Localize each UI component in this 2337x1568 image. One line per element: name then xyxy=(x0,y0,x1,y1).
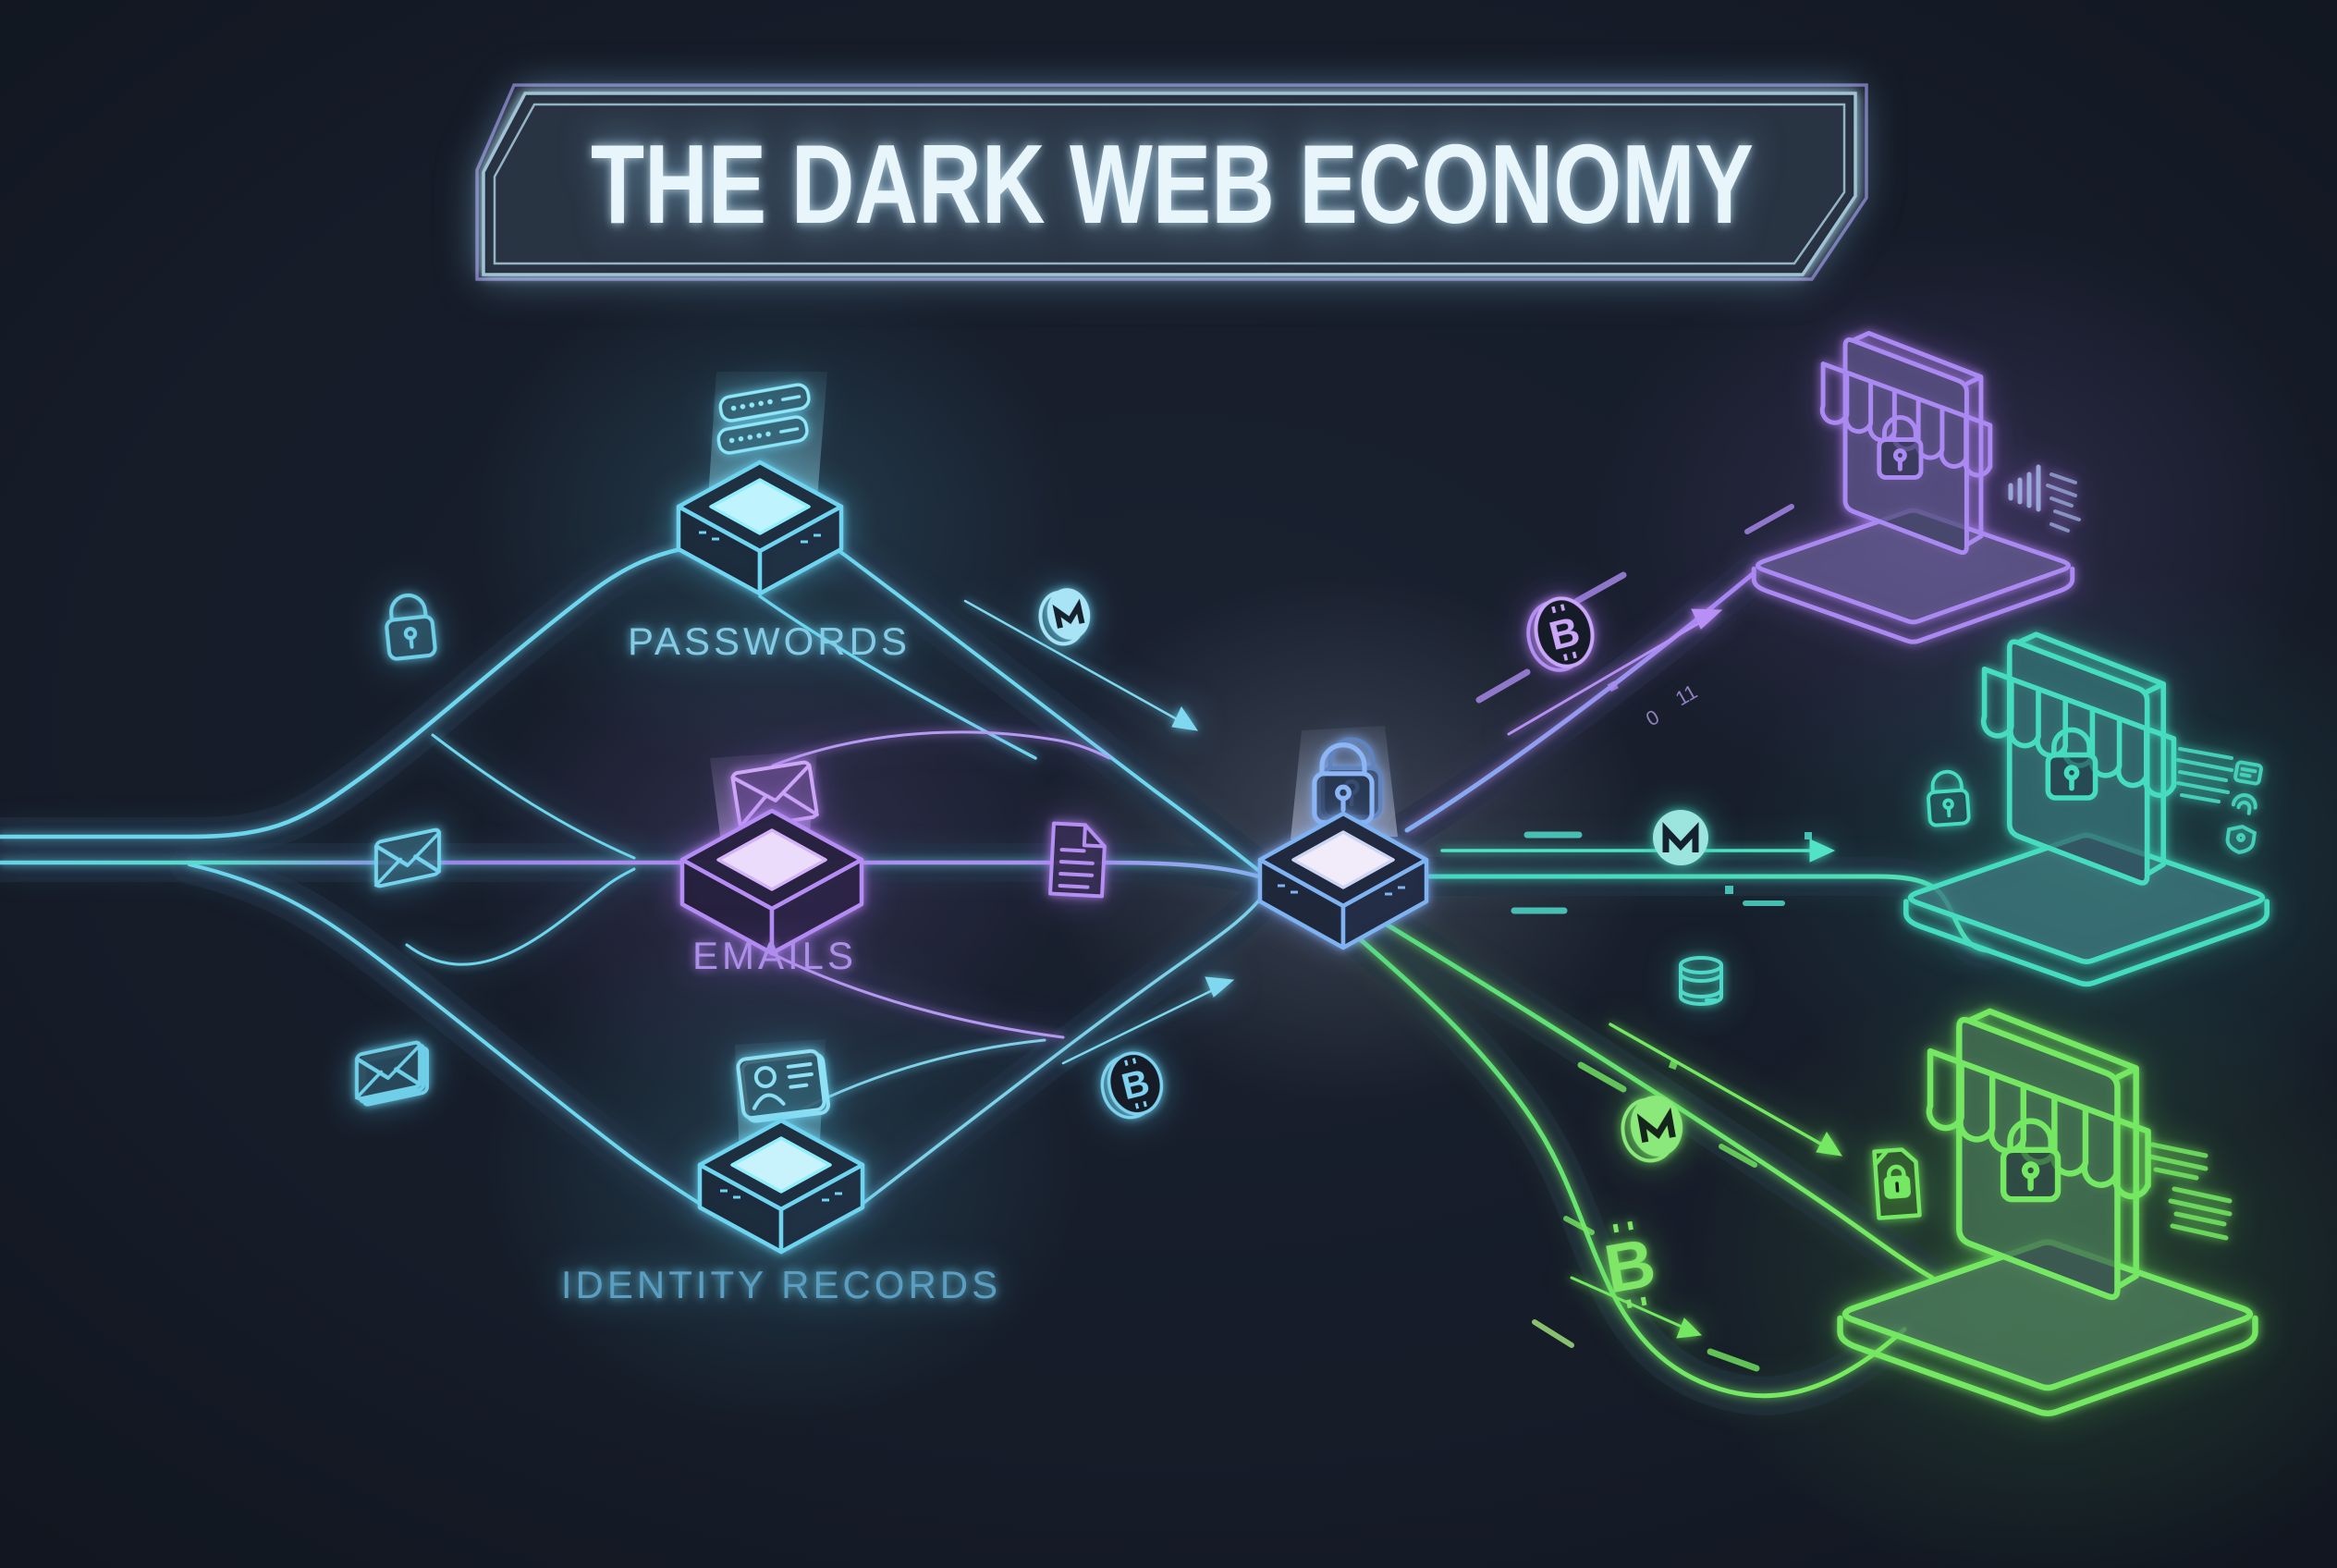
monero-coin-teal xyxy=(1653,810,1708,865)
shield-icon xyxy=(2225,825,2257,854)
bar-chart-icon xyxy=(2008,464,2081,533)
marketplace-bottom xyxy=(1841,1011,2256,1414)
identity-label: IDENTITY RECORDS xyxy=(561,1263,1001,1306)
title-banner: THE DARK WEB ECONOMY xyxy=(475,83,1868,281)
hub-node xyxy=(1257,726,1429,950)
page-title: THE DARK WEB ECONOMY xyxy=(591,122,1754,248)
monero-coin-green xyxy=(1621,1096,1683,1163)
card-icon xyxy=(2233,760,2263,786)
banner-inner-border xyxy=(493,103,1846,265)
fingerprint-icon xyxy=(2231,793,2257,815)
source-passwords-node: PASSWORDS xyxy=(628,372,911,663)
flow-arrows xyxy=(963,599,1843,1339)
envelope-icon xyxy=(374,827,441,888)
locked-document-icon xyxy=(1872,1147,1922,1220)
marketplace-top xyxy=(1754,333,2081,642)
id-card-icon xyxy=(736,1048,830,1123)
monero-coin-cyan xyxy=(1038,588,1091,646)
marketplace-middle xyxy=(1906,634,2267,984)
password-fields-icon xyxy=(716,383,811,455)
database-icon xyxy=(1679,956,1723,1006)
emails-label: EMAILS xyxy=(692,934,857,977)
document-icon xyxy=(1048,821,1107,899)
source-identity-node: IDENTITY RECORDS xyxy=(561,1039,1001,1306)
text-lines-icon xyxy=(2147,1142,2233,1241)
mid-icons xyxy=(1048,821,1723,1006)
bitcoin-coin-purple: B xyxy=(1526,596,1595,672)
stacked-envelopes-icon xyxy=(355,1040,429,1107)
verification-icons xyxy=(2176,747,2263,854)
source-emails-node: EMAILS xyxy=(679,751,864,977)
left-icons xyxy=(355,592,441,1107)
passwords-label: PASSWORDS xyxy=(628,619,911,663)
bitcoin-coin-cyan: B xyxy=(1100,1051,1164,1120)
banner-accent-border xyxy=(475,83,1868,281)
banner-outer-border xyxy=(482,92,1857,276)
